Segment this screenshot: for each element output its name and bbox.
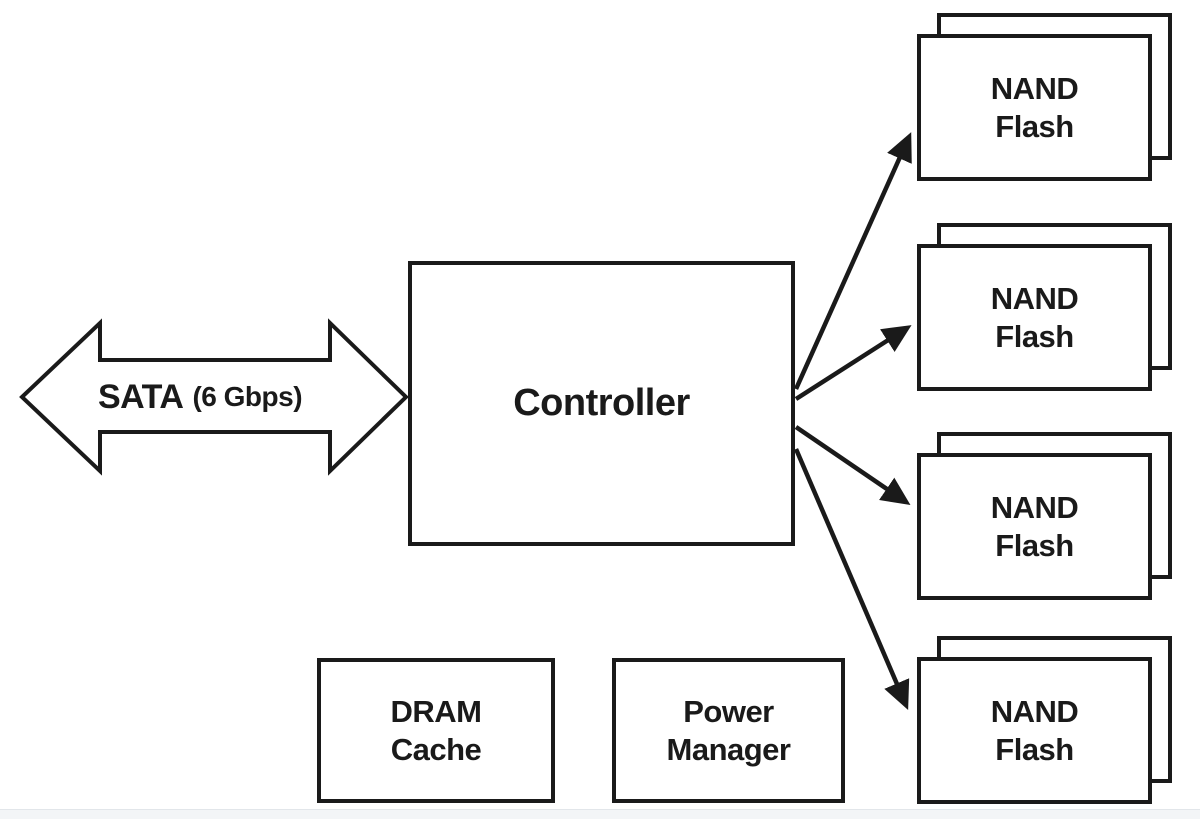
controller-to-nand-arrow-2 — [794, 325, 912, 401]
sata-bus-name: SATA — [97, 377, 184, 416]
nand-flash-line2: Flash — [995, 731, 1074, 767]
sata-double-arrow — [19, 318, 409, 476]
controller-box: Controller — [408, 261, 795, 546]
power-manager-line2: Manager — [666, 731, 791, 767]
nand-flash-line1: NAND — [990, 489, 1079, 525]
controller-label: Controller — [513, 382, 690, 425]
controller-to-nand-arrow-4 — [793, 448, 910, 710]
nand-flash-line1: NAND — [990, 280, 1079, 316]
dram-cache-line2: Cache — [390, 731, 482, 767]
nand-flash-line1: NAND — [990, 70, 1079, 106]
dram-cache-line1: DRAM — [390, 693, 483, 729]
nand-flash-line1: NAND — [990, 693, 1079, 729]
nand-flash-line2: Flash — [995, 527, 1074, 563]
controller-to-nand-arrow-3 — [794, 425, 911, 506]
page-edge-strip — [0, 809, 1200, 819]
sata-bus-label: SATA (6 Gbps) — [30, 362, 370, 432]
nand-flash-line2: Flash — [995, 108, 1074, 144]
power-manager-line1: Power — [683, 693, 774, 729]
controller-to-nand-arrow-1 — [793, 132, 912, 390]
sata-bus-speed: (6 Gbps) — [192, 381, 303, 412]
nand-flash-line2: Flash — [995, 318, 1074, 354]
